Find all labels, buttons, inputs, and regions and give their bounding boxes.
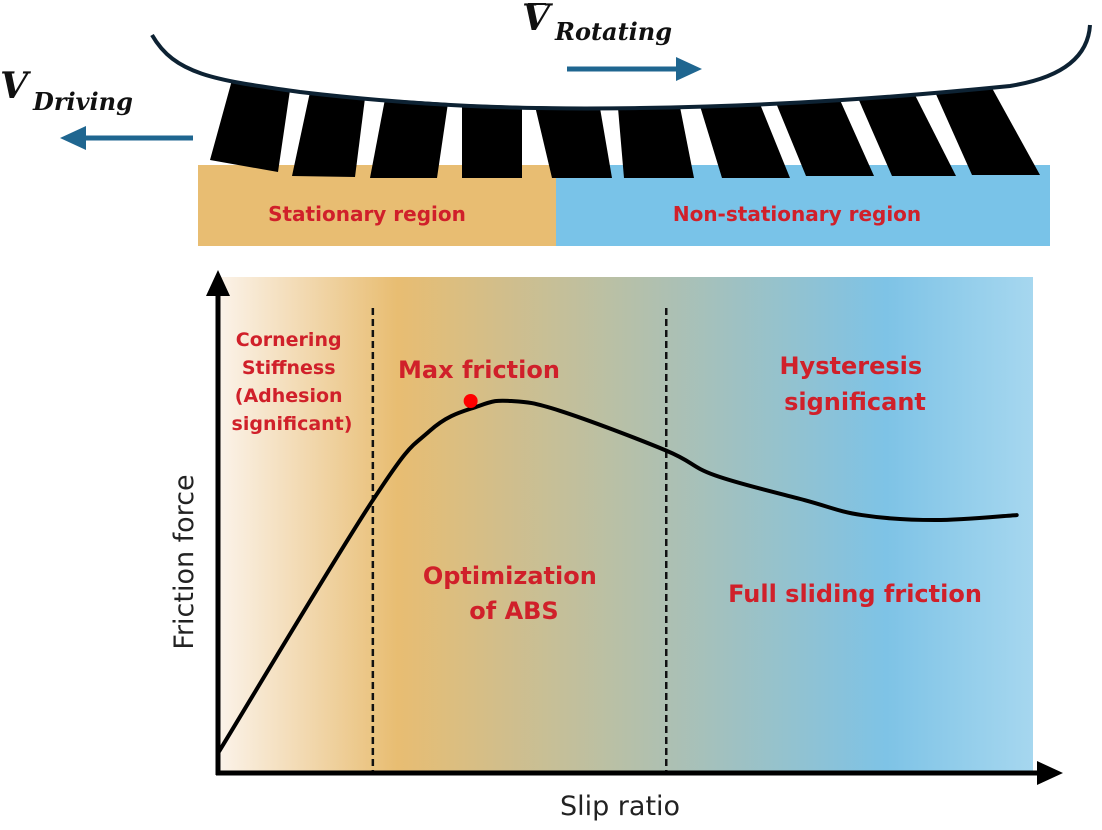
tread-block <box>210 80 290 172</box>
y-axis-title: Friction force <box>169 474 200 649</box>
friction-chart: Slip ratio Friction force Cornering Stif… <box>169 270 1063 822</box>
non-stationary-region-band <box>556 165 1050 246</box>
tire-outline <box>150 24 1092 111</box>
annotation-line: Stiffness <box>242 357 336 379</box>
annotation-hysteresis: Hysteresis significant <box>779 352 930 416</box>
max-friction-point <box>463 394 478 408</box>
annotation-full-sliding: Full sliding friction <box>728 580 982 608</box>
y-axis <box>206 270 230 775</box>
contact-patch-section: Stationary region Non-stationary region … <box>0 0 1092 246</box>
v-rotating-label: V Rotating <box>522 0 672 46</box>
tread-block <box>370 99 448 178</box>
annotation-line: significant) <box>232 413 353 435</box>
tread-block <box>618 107 694 178</box>
tread-block <box>776 100 874 176</box>
v-rotating-sub: Rotating <box>554 17 672 46</box>
tread-block <box>700 104 790 178</box>
annotation-line: Hysteresis <box>779 352 922 380</box>
annotation-line: significant <box>784 388 926 416</box>
friction-curve <box>216 398 1019 756</box>
x-axis-title: Slip ratio <box>560 791 680 822</box>
tread-block <box>858 95 956 176</box>
left-arrow-icon <box>60 126 193 150</box>
annotation-line: (Adhesion <box>235 385 343 407</box>
v-driving-sub: Driving <box>32 87 133 116</box>
annotation-abs: Optimization of ABS <box>423 562 605 625</box>
region-dividers <box>371 308 668 773</box>
right-arrow-icon <box>567 57 702 81</box>
annotation-line: Optimization <box>423 562 597 590</box>
x-axis-arrow-icon <box>1037 761 1063 785</box>
annotation-max-friction: Max friction <box>398 356 560 384</box>
annotation-line: Max friction <box>398 356 560 384</box>
v-rotating-main: V <box>522 0 553 39</box>
tread-block <box>535 106 612 178</box>
annotation-line: Full sliding friction <box>728 580 982 608</box>
tread-blocks <box>210 80 1040 178</box>
stationary-region-label: Stationary region <box>268 202 466 226</box>
chart-background <box>218 277 1033 773</box>
tread-block <box>292 92 365 177</box>
tread-block <box>462 104 522 178</box>
x-axis <box>216 761 1063 785</box>
stationary-region-band <box>198 165 556 246</box>
y-axis-arrow-icon <box>206 270 230 296</box>
annotation-line: of ABS <box>469 597 558 625</box>
v-driving-label: V Driving <box>0 65 133 116</box>
annotation-cornering-stiffness: Cornering Stiffness (Adhesion significan… <box>232 329 353 435</box>
non-stationary-region-label: Non-stationary region <box>673 202 921 226</box>
v-driving-main: V <box>0 65 31 107</box>
tread-block <box>935 88 1040 175</box>
annotation-line: Cornering <box>236 329 342 351</box>
